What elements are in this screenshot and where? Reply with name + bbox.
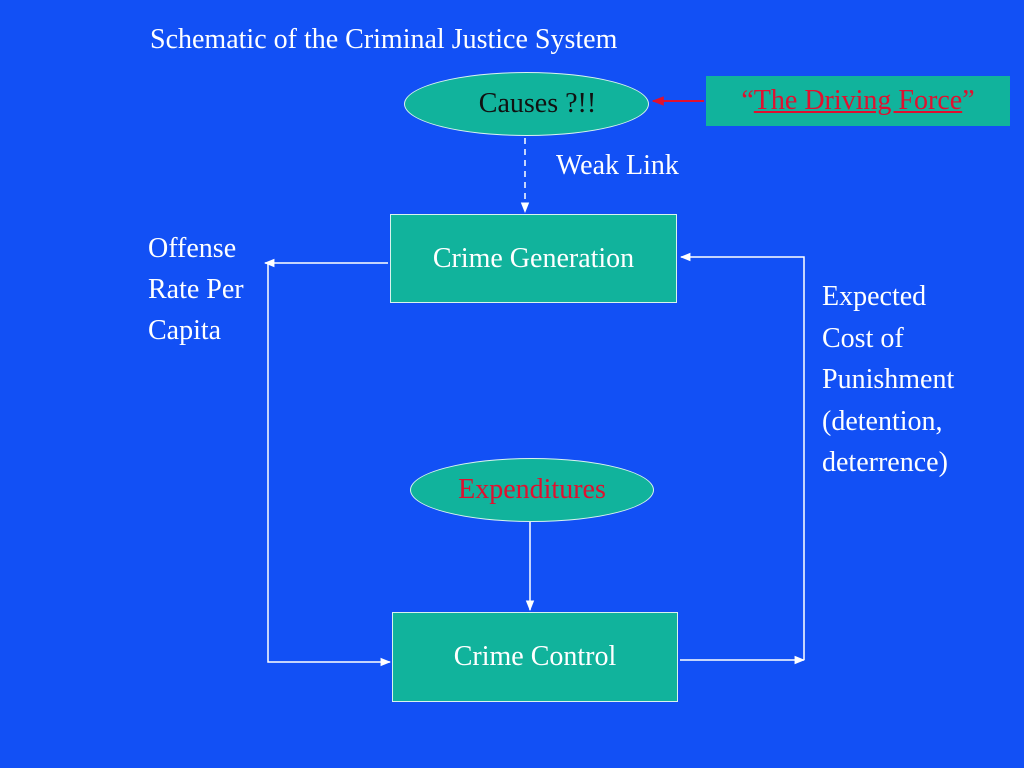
crime-generation-box: Crime Generation [390, 214, 677, 303]
expenditures-node: Expenditures [410, 458, 654, 522]
offense-rate-line: Rate Per [148, 274, 244, 305]
expected-cost-loop [679, 252, 805, 660]
offense-loop-line [267, 263, 392, 667]
causes-label: Causes ?!! [478, 88, 597, 119]
expected-cost-label: Expected Cost of Punishment (detention, … [822, 276, 954, 484]
diagram-title: Schematic of the Criminal Justice System [150, 24, 618, 55]
offense-rate-line: Capita [148, 315, 222, 346]
driving-force-close-quote: ” [962, 85, 975, 116]
causes-node: Causes ?!! [404, 72, 649, 136]
weak-link-label: Weak Link [556, 150, 679, 181]
driving-force-box: “The Driving Force” [706, 76, 1010, 126]
offense-rate-label: Offense Rate Per Capita [148, 228, 244, 351]
expected-cost-line: Punishment [822, 364, 955, 395]
driving-force-open-quote: “ [741, 85, 754, 116]
expenditures-label: Expenditures [458, 474, 606, 505]
offense-rate-line: Offense [148, 233, 237, 264]
expected-cost-line: Cost of [822, 322, 904, 354]
expected-cost-line: (detention, [822, 405, 943, 437]
crime-control-box: Crime Control [392, 612, 678, 702]
crime-generation-label: Crime Generation [432, 242, 635, 274]
expected-cost-line: Expected [822, 281, 927, 312]
driving-force-link[interactable]: The Driving Force [753, 85, 963, 116]
expected-cost-line: deterrence) [822, 447, 948, 478]
crime-control-label: Crime Control [453, 641, 617, 672]
